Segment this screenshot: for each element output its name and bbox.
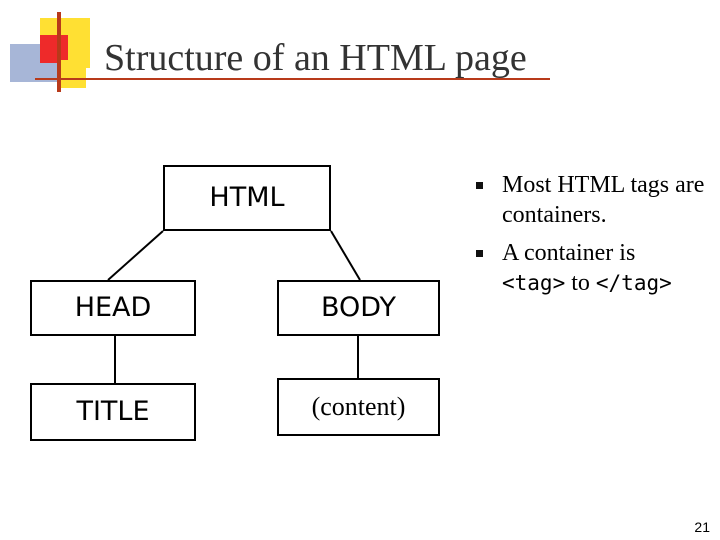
- edge-html-head: [107, 230, 164, 281]
- node-head: HEAD: [30, 280, 196, 336]
- node-body: BODY: [277, 280, 440, 336]
- bullet-item-2-tags: <tag> to </tag>: [502, 268, 714, 298]
- logo-square-red: [40, 35, 68, 63]
- tag-close-code: </tag>: [595, 271, 672, 295]
- bullet-item-2-prefix: A container is: [502, 240, 636, 266]
- node-title-label: TITLE: [76, 396, 150, 427]
- bullet-item-1: Most HTML tags are containers.: [474, 170, 714, 230]
- page-number: 21: [694, 519, 710, 535]
- bullet-list: Most HTML tags are containers. A contain…: [474, 170, 714, 306]
- node-content-label: (content): [311, 392, 406, 421]
- edge-html-body: [330, 230, 361, 281]
- node-html: HTML: [163, 165, 331, 231]
- bullet-square-icon: [476, 182, 483, 189]
- node-html-label: HTML: [209, 182, 285, 213]
- slide-title: Structure of an HTML page: [104, 37, 527, 79]
- bullet-square-icon: [476, 250, 483, 257]
- bullet-item-2-mid: to: [565, 270, 596, 296]
- tag-open-code: <tag>: [502, 271, 566, 295]
- title-underline: [35, 78, 550, 80]
- bullet-item-1-text: Most HTML tags are containers.: [502, 172, 705, 228]
- node-title: TITLE: [30, 383, 196, 441]
- bullet-item-2: A container is <tag> to </tag>: [474, 238, 714, 298]
- node-body-label: BODY: [320, 292, 397, 323]
- node-content: (content): [277, 378, 440, 436]
- node-head-label: HEAD: [74, 292, 152, 323]
- title-vertical-rule: [57, 12, 61, 92]
- logo-square-yellow-small: [58, 60, 86, 88]
